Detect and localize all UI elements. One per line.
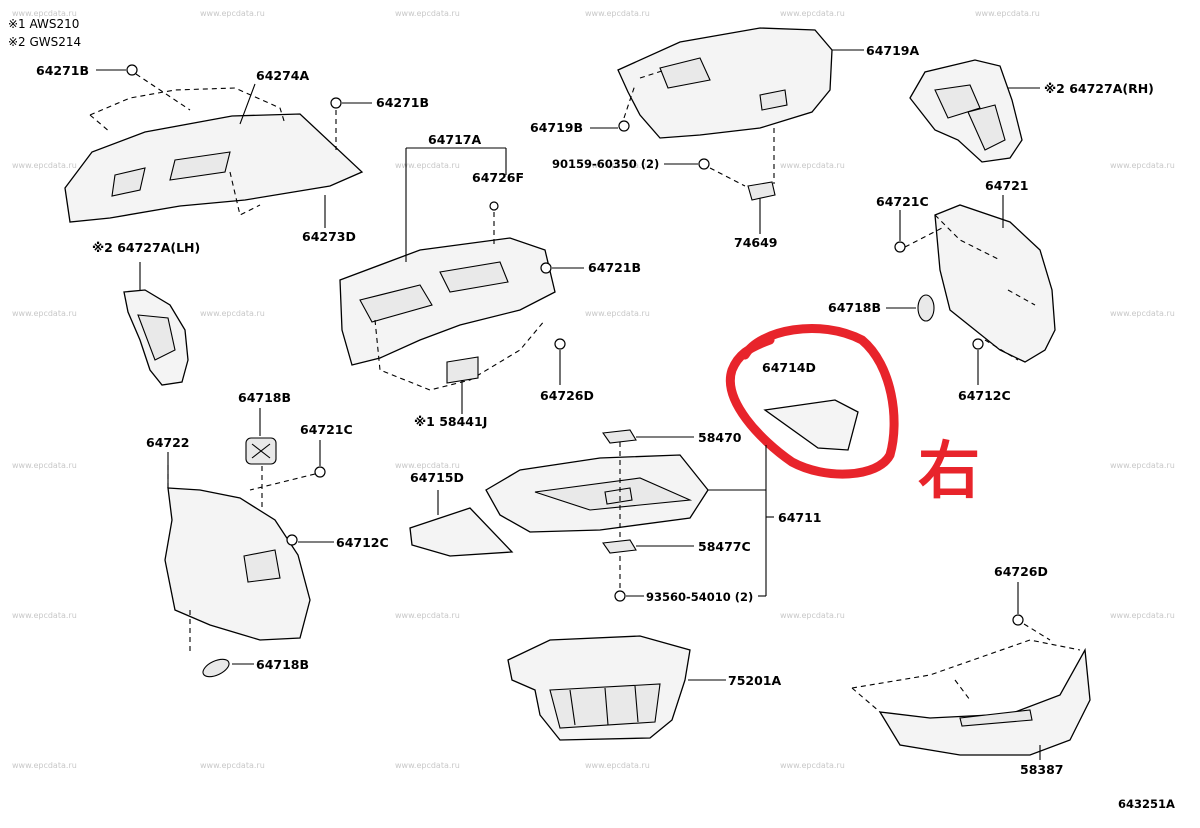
part-58470-shape bbox=[602, 429, 637, 444]
watermark: www.epcdata.ru bbox=[780, 611, 845, 620]
bolt-icon bbox=[330, 97, 342, 109]
watermark: www.epcdata.ru bbox=[12, 611, 77, 620]
part-label-58477C: 58477C bbox=[698, 539, 751, 554]
watermark: www.epcdata.ru bbox=[780, 9, 845, 18]
clip-icon bbox=[1012, 614, 1024, 626]
watermark: www.epcdata.ru bbox=[12, 761, 77, 770]
part-label-64271B: 64271B bbox=[36, 63, 89, 78]
watermark: www.epcdata.ru bbox=[200, 9, 265, 18]
part-label-64721: 64721 bbox=[985, 178, 1029, 193]
bolt-icon bbox=[698, 158, 710, 170]
grommet-icon bbox=[917, 294, 935, 322]
part-74649-drawing bbox=[747, 181, 776, 201]
part-64711-drawing bbox=[485, 429, 709, 554]
part-64274A-drawing bbox=[64, 87, 364, 223]
note-gws214: ※2 GWS214 bbox=[8, 35, 81, 49]
part-label-58387: 58387 bbox=[1020, 762, 1064, 777]
part-label-64712C-left: 64712C bbox=[336, 535, 389, 550]
part-label-64274A: 64274A bbox=[256, 68, 309, 83]
part-label-64714D: 64714D bbox=[762, 360, 816, 375]
part-label-64718B-bottom: 64718B bbox=[256, 657, 309, 672]
watermark: www.epcdata.ru bbox=[1110, 461, 1175, 470]
clip-icon bbox=[489, 201, 499, 211]
part-64717A-drawing bbox=[339, 237, 556, 391]
watermark: www.epcdata.ru bbox=[12, 9, 77, 18]
part-64727A-RH-drawing bbox=[909, 59, 1023, 163]
watermark: www.epcdata.ru bbox=[585, 309, 650, 318]
watermark: www.epcdata.ru bbox=[395, 611, 460, 620]
part-label-64711: 64711 bbox=[778, 510, 822, 525]
red-highlight-circle bbox=[725, 324, 899, 479]
part-label-64721C-left: 64721C bbox=[300, 422, 353, 437]
watermark: www.epcdata.ru bbox=[1110, 309, 1175, 318]
clip-icon bbox=[314, 466, 326, 478]
part-label-64726F: 64726F bbox=[472, 170, 524, 185]
part-label-64718B-left: 64718B bbox=[238, 390, 291, 405]
part-label-58470: 58470 bbox=[698, 430, 742, 445]
part-label-64271B-upper: 64271B bbox=[376, 95, 429, 110]
watermark: www.epcdata.ru bbox=[200, 761, 265, 770]
watermark: www.epcdata.ru bbox=[200, 309, 265, 318]
part-label-75201A: 75201A bbox=[728, 673, 781, 688]
watermark: www.epcdata.ru bbox=[585, 761, 650, 770]
watermark: www.epcdata.ru bbox=[395, 161, 460, 170]
watermark: www.epcdata.ru bbox=[12, 461, 77, 470]
watermark: www.epcdata.ru bbox=[395, 461, 460, 470]
part-64721-drawing bbox=[934, 204, 1056, 363]
part-label-64719A: 64719A bbox=[866, 43, 919, 58]
part-label-64719B: 64719B bbox=[530, 120, 583, 135]
clip-icon bbox=[554, 338, 566, 350]
part-label-64727A-RH: ※2 64727A(RH) bbox=[1044, 81, 1154, 96]
part-label-64715D: 64715D bbox=[410, 470, 464, 485]
watermark: www.epcdata.ru bbox=[395, 9, 460, 18]
watermark: www.epcdata.ru bbox=[585, 9, 650, 18]
watermark: www.epcdata.ru bbox=[1110, 161, 1175, 170]
part-label-64712C-right: 64712C bbox=[958, 388, 1011, 403]
clip-icon bbox=[540, 262, 552, 274]
watermark: www.epcdata.ru bbox=[12, 161, 77, 170]
watermark: www.epcdata.ru bbox=[780, 161, 845, 170]
watermark-layer: www.epcdata.ru www.epcdata.ru www.epcdat… bbox=[12, 9, 1175, 770]
part-label-64718B-right: 64718B bbox=[828, 300, 881, 315]
clip-icon bbox=[972, 338, 984, 350]
bolt-icon bbox=[618, 120, 630, 132]
grommet-icon bbox=[202, 658, 230, 678]
part-64715D-drawing bbox=[409, 507, 514, 557]
part-label-58441J: ※1 58441J bbox=[414, 414, 487, 429]
part-64727A-LH-drawing bbox=[123, 289, 189, 386]
diagram-id: 643251A bbox=[1118, 797, 1175, 811]
part-64719A-drawing bbox=[617, 27, 833, 139]
bolt-icon bbox=[126, 64, 138, 76]
part-label-64721B: 64721B bbox=[588, 260, 641, 275]
note-aws210: ※1 AWS210 bbox=[8, 17, 79, 31]
part-label-64726D-bottom: 64726D bbox=[994, 564, 1048, 579]
watermark: www.epcdata.ru bbox=[585, 161, 650, 170]
part-58387-drawing bbox=[851, 639, 1091, 756]
part-58477C-shape bbox=[602, 539, 637, 554]
watermark: www.epcdata.ru bbox=[12, 309, 77, 318]
watermark: www.epcdata.ru bbox=[780, 761, 845, 770]
part-label-64717A: 64717A bbox=[428, 132, 481, 147]
part-label-64721C-right: 64721C bbox=[876, 194, 929, 209]
clip-icon bbox=[894, 241, 906, 253]
part-64714D-drawing bbox=[763, 399, 859, 451]
part-label-74649: 74649 bbox=[734, 235, 778, 250]
clip-icon bbox=[286, 534, 298, 546]
part-label-64722: 64722 bbox=[146, 435, 190, 450]
part-label-64726D: 64726D bbox=[540, 388, 594, 403]
handwritten-annotation: 右 bbox=[918, 434, 980, 507]
part-label-64727A-LH: ※2 64727A(LH) bbox=[92, 240, 200, 255]
watermark: www.epcdata.ru bbox=[975, 9, 1040, 18]
part-64718B-grommet-drawing bbox=[245, 437, 277, 465]
part-64722-drawing bbox=[164, 465, 311, 655]
watermark: www.epcdata.ru bbox=[1110, 611, 1175, 620]
part-75201A-drawing bbox=[507, 635, 691, 741]
part-label-90159-60350: 90159-60350 (2) bbox=[552, 157, 659, 171]
bolt-icon bbox=[614, 590, 626, 602]
part-label-93560-54010: 93560-54010 (2) bbox=[646, 590, 753, 604]
part-label-64273D: 64273D bbox=[302, 229, 356, 244]
watermark: www.epcdata.ru bbox=[395, 761, 460, 770]
